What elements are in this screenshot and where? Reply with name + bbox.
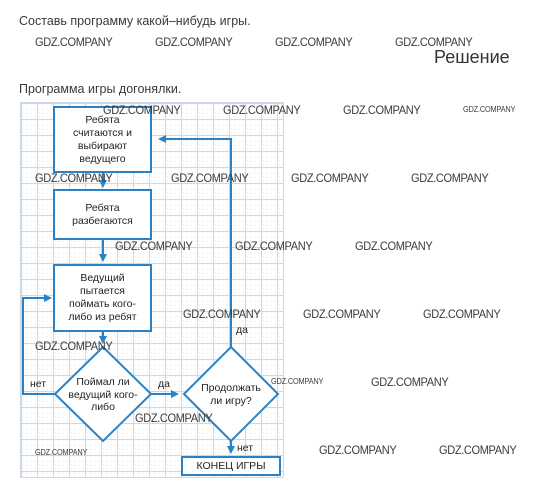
watermark: GDZ.COMPANY xyxy=(235,239,313,253)
decision2-diamond xyxy=(182,345,280,443)
watermark: GDZ.COMPANY xyxy=(411,171,489,185)
flow-step-choose-leader: Ребята считаются и выбирают ведущего xyxy=(53,106,152,173)
arrow-yes-loop xyxy=(158,135,232,347)
watermark: GDZ.COMPANY xyxy=(319,443,397,457)
flow-step-chase-text: Ведущий пытается поймать кого- либо из р… xyxy=(68,272,137,323)
watermark: GDZ.COMPANY xyxy=(355,239,433,253)
watermark: GDZ.COMPANY xyxy=(371,375,449,389)
watermark: GDZ.COMPANY xyxy=(275,35,353,49)
flow-step-choose-leader-text: Ребята считаются и выбирают ведущего xyxy=(72,113,133,165)
watermark: GDZ.COMPANY xyxy=(35,448,88,457)
watermark: GDZ.COMPANY xyxy=(291,171,369,185)
watermark: GDZ.COMPANY xyxy=(35,339,113,353)
decision-continue-text: Продолжать ли игру? xyxy=(201,382,261,407)
watermark: GDZ.COMPANY xyxy=(115,239,193,253)
label-no-left: нет xyxy=(30,378,47,390)
label-yes-middle: да xyxy=(158,378,170,390)
watermark: GDZ.COMPANY xyxy=(135,411,213,425)
watermark: GDZ.COMPANY xyxy=(271,377,324,386)
watermark: GDZ.COMPANY xyxy=(439,443,517,457)
label-yes-up: да xyxy=(236,324,248,336)
watermark: GDZ.COMPANY xyxy=(35,35,113,49)
arrow-no-loop xyxy=(22,294,55,395)
watermark: GDZ.COMPANY xyxy=(35,171,113,185)
task-text: Составь программу какой–нибудь игры. xyxy=(19,14,251,28)
flow-end-game-text: КОНЕЦ ИГРЫ xyxy=(196,459,266,472)
decision-caught-text: Поймал ли ведущий кого- либо xyxy=(68,376,138,413)
solution-heading: Решение xyxy=(434,47,510,67)
watermark: GDZ.COMPANY xyxy=(183,307,261,321)
solution-subtitle: Программа игры догонялки. xyxy=(19,82,182,96)
flow-end-game: КОНЕЦ ИГРЫ xyxy=(181,456,281,476)
flow-step-chase: Ведущий пытается поймать кого- либо из р… xyxy=(53,264,152,332)
label-no-down: нет xyxy=(237,442,254,454)
watermark: GDZ.COMPANY xyxy=(395,35,473,49)
watermark: GDZ.COMPANY xyxy=(171,171,249,185)
watermark: GDZ.COMPANY xyxy=(463,105,516,114)
watermark: GDZ.COMPANY xyxy=(303,307,381,321)
watermark: GDZ.COMPANY xyxy=(223,103,301,117)
decision1-diamond xyxy=(53,345,153,443)
flow-step-scatter: Ребята разбегаются xyxy=(53,189,152,240)
watermark: GDZ.COMPANY xyxy=(155,35,233,49)
watermark: GDZ.COMPANY xyxy=(103,103,181,117)
flow-step-scatter-text: Ребята разбегаются xyxy=(72,201,133,227)
watermark: GDZ.COMPANY xyxy=(343,103,421,117)
watermark: GDZ.COMPANY xyxy=(423,307,501,321)
